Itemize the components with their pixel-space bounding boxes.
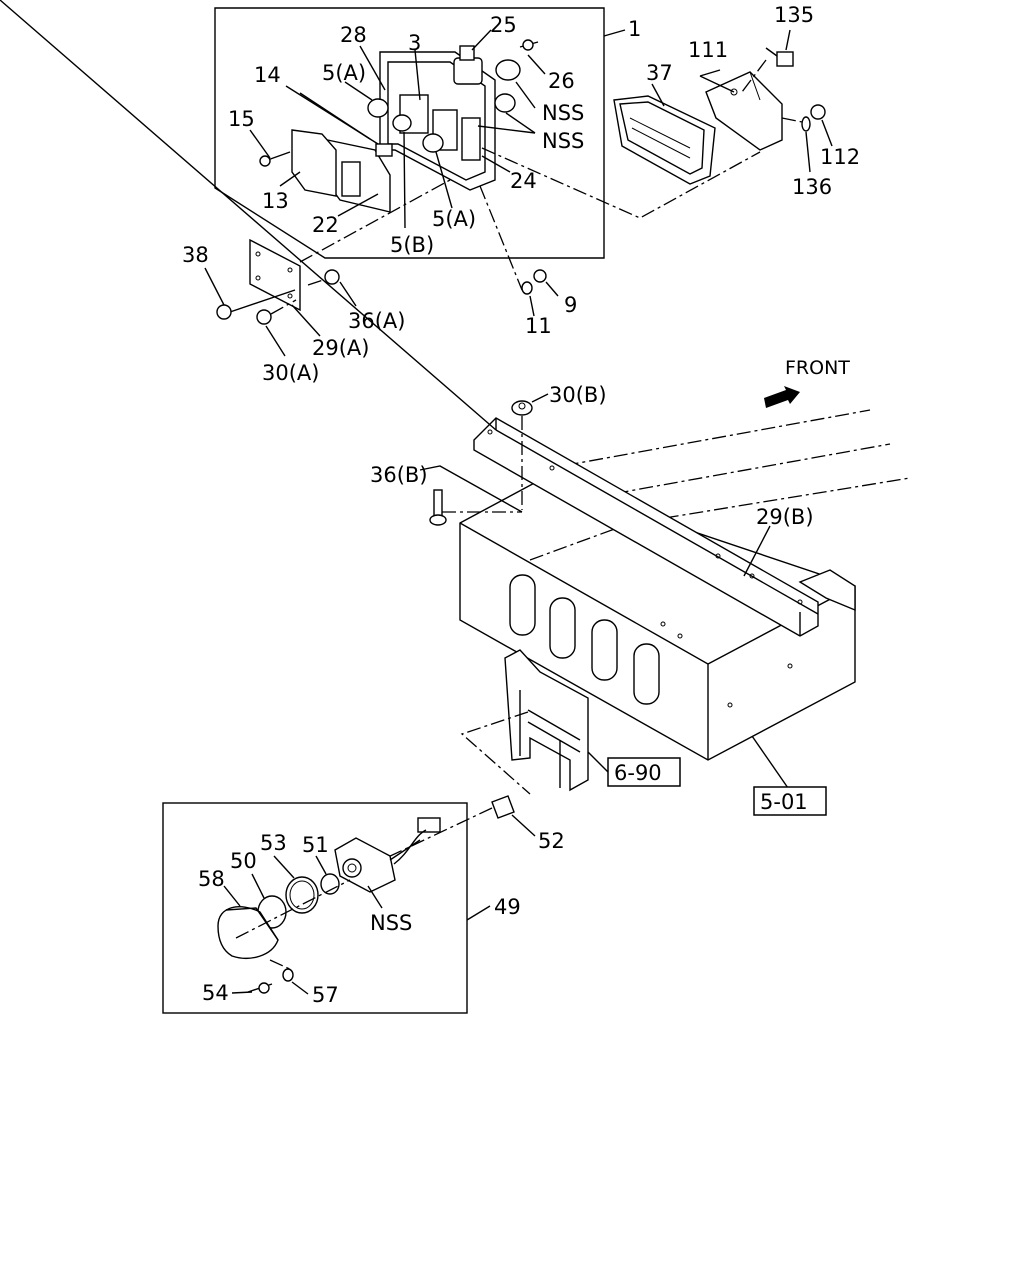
callout-54: 54 — [202, 981, 229, 1005]
bolt-36b — [429, 489, 447, 526]
callout-nss-2: NSS — [542, 129, 584, 153]
callout-58: 58 — [198, 867, 225, 891]
callout-25: 25 — [490, 13, 517, 37]
bulb-5b — [392, 114, 412, 132]
nut-112 — [810, 104, 826, 120]
callout-5a-lower: 5(A) — [432, 207, 476, 231]
lamp-bracket-690 — [504, 649, 589, 792]
bulb-51 — [320, 873, 340, 895]
callout-22: 22 — [312, 213, 339, 237]
callout-nss-1: NSS — [542, 101, 584, 125]
callout-52: 52 — [538, 829, 565, 853]
washer-136 — [801, 116, 811, 132]
gasket-53 — [285, 876, 319, 914]
screw-26 — [519, 39, 539, 51]
callout-26: 26 — [548, 69, 575, 93]
bulb-5a-upper — [367, 98, 389, 118]
callout-15: 15 — [228, 107, 255, 131]
callout-3: 3 — [408, 31, 421, 55]
callout-13: 13 — [262, 189, 289, 213]
callout-9: 9 — [564, 293, 577, 317]
callout-5b: 5(B) — [390, 233, 434, 257]
callout-5a-upper: 5(A) — [322, 61, 366, 85]
mounting-plate-29a — [249, 238, 301, 312]
slot-2 — [549, 597, 576, 659]
washer-57 — [282, 968, 294, 982]
ref-690-label: 6-90 — [614, 761, 662, 785]
front-arrow-icon — [764, 386, 800, 408]
grommet-52 — [491, 795, 515, 819]
nut-30b — [511, 400, 533, 416]
ref-box-501[interactable] — [753, 786, 827, 816]
socket-25 — [453, 45, 483, 85]
callout-28: 28 — [340, 23, 367, 47]
slot-3 — [591, 619, 618, 681]
washer-11 — [521, 281, 533, 295]
ref-501-label: 5-01 — [760, 790, 808, 814]
gasket-13 — [291, 129, 337, 197]
bracket-111 — [705, 71, 783, 151]
callout-14: 14 — [254, 63, 281, 87]
socket-nss — [494, 93, 516, 113]
lamp-guard-37 — [613, 95, 716, 185]
rear-crossmember-group: 6-90 5-01 — [0, 0, 911, 816]
callout-135: 135 — [774, 3, 814, 27]
bolt-38 — [216, 289, 296, 320]
slot-4 — [633, 643, 660, 705]
callout-nss-3: NSS — [370, 911, 412, 935]
front-indicator: FRONT — [764, 357, 850, 408]
callout-38: 38 — [182, 243, 209, 267]
callout-24: 24 — [510, 169, 537, 193]
callout-1: 1 — [628, 17, 641, 41]
nut-9 — [533, 269, 547, 283]
front-label: FRONT — [785, 357, 850, 379]
callout-37: 37 — [646, 61, 673, 85]
callout-49: 49 — [494, 895, 521, 919]
bolt-135 — [765, 47, 794, 67]
callout-30b: 30(B) — [549, 383, 607, 407]
callout-112: 112 — [820, 145, 860, 169]
part-14-clip — [375, 143, 393, 157]
ref-box-690[interactable] — [607, 757, 681, 787]
nut-36a — [324, 269, 340, 285]
callout-53: 53 — [260, 831, 287, 855]
callout-57: 57 — [312, 983, 339, 1007]
callout-labels: 1 3 5(A) 5(A) 5(B) 9 11 13 14 15 22 24 2… — [182, 3, 860, 1007]
slot-1 — [509, 574, 536, 636]
lamp-base — [334, 817, 441, 893]
license-lamp-group — [162, 795, 536, 1014]
screw-54 — [247, 982, 273, 994]
callout-30a: 30(A) — [262, 361, 319, 385]
callout-51: 51 — [302, 833, 329, 857]
socket-26 — [495, 59, 521, 81]
callout-36a: 36(A) — [348, 309, 405, 333]
callout-136: 136 — [792, 175, 832, 199]
callout-29a: 29(A) — [312, 336, 369, 360]
callout-36b: 36(B) — [370, 463, 428, 487]
callout-111: 111 — [688, 38, 728, 62]
callout-50: 50 — [230, 849, 257, 873]
rear-lamp-assembly-group — [204, 7, 833, 357]
callout-11: 11 — [525, 314, 552, 338]
angle-bracket-29b — [0, 0, 819, 637]
screw-15 — [259, 151, 291, 167]
callout-29b: 29(B) — [756, 505, 814, 529]
nut-30a — [256, 309, 272, 325]
bulb-5a-lower — [422, 133, 444, 153]
